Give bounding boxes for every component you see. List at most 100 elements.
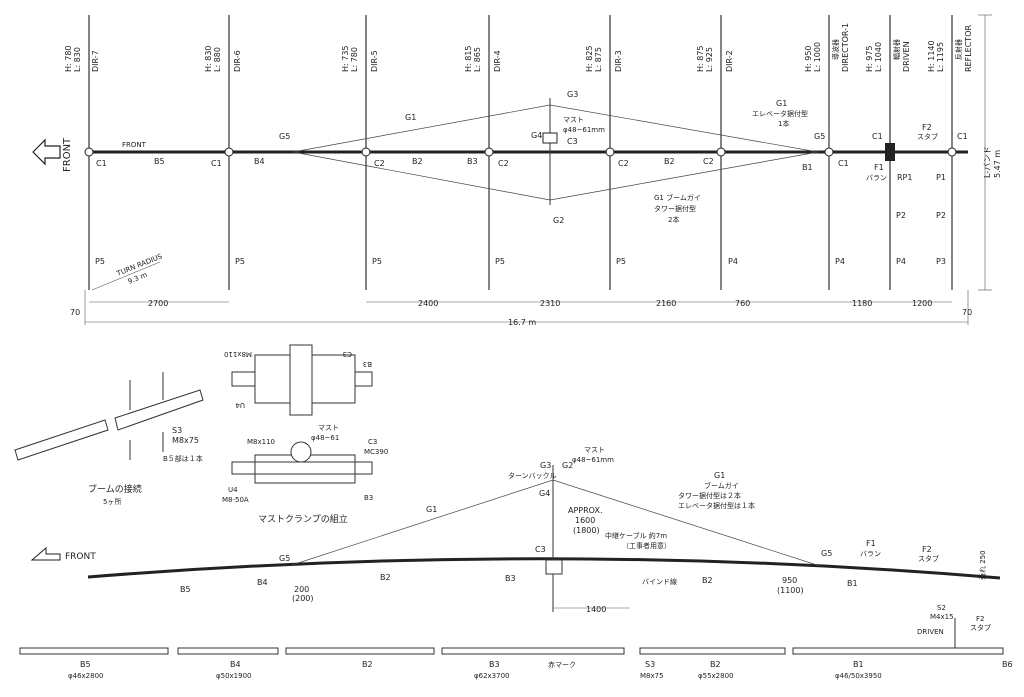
label-c3: C3: [567, 137, 578, 146]
label-g2: G2: [553, 216, 564, 225]
element-dir-6-h: H: 830: [204, 45, 213, 72]
clamp-b3-top: B3: [363, 360, 372, 368]
dim-1180: 1180: [852, 299, 872, 308]
part-b1-size: φ46/50x3950: [835, 672, 882, 680]
mast-label: マスト: [563, 116, 584, 124]
label-f1: F1: [874, 163, 884, 172]
label-g1-a: G1: [405, 113, 416, 122]
part-b5-name: B5: [80, 660, 91, 669]
clamp-side-mast: [290, 441, 312, 463]
part-b6-name: B6: [1002, 660, 1013, 669]
top-view: FRONT FRONT: [32, 14, 1002, 327]
element-dir-5-name: DIR-5: [370, 50, 379, 72]
label-b2-b: B2: [664, 157, 675, 166]
driven-detail: S2 M4x15 DRIVEN F2 スタブ: [917, 604, 1003, 649]
label-g3: G3: [567, 90, 578, 99]
label-c1-b: C1: [211, 159, 222, 168]
element-dir-2-name: DIR-2: [725, 50, 734, 72]
label-g5-right: G5: [814, 132, 825, 141]
label-g4: G4: [531, 131, 542, 140]
side-guy-wires: [291, 479, 821, 567]
side-mast-dia: φ48~61mm: [572, 456, 614, 464]
g1-elev-note-2: 1本: [778, 119, 789, 128]
mast-clamp-detail: M8x110 C3 B3 U4 マスト φ48~61 M8x110 C3 MC3…: [222, 344, 388, 525]
element-dir-7: [84, 15, 94, 290]
element-dir-7-h: H: 780: [64, 45, 73, 72]
element-dir-5: [361, 15, 371, 290]
clamp-c3-top: C3: [343, 350, 352, 358]
side-b4: B4: [257, 578, 268, 587]
side-approx-1800: (1800): [573, 526, 600, 535]
side-bind-wire: バインド線: [642, 577, 677, 586]
guy-wire-upper: [292, 104, 819, 153]
side-stub: スタブ: [918, 554, 939, 563]
side-dim-1400: 1400: [586, 605, 606, 614]
element-director-1-jp: 導波器: [831, 39, 840, 60]
side-b2-right: B2: [702, 576, 713, 585]
element-dir-7-name: DIR-7: [91, 50, 100, 72]
label-b5: B5: [154, 157, 165, 166]
boom-joint-subtitle: 5ヶ所: [103, 497, 121, 506]
g1-guy-note-3: 2本: [668, 215, 679, 224]
side-mast-clamp: [545, 559, 563, 575]
part-b3-pipe: [441, 647, 625, 655]
element-reflector: [947, 15, 957, 290]
label-p2-a: P2: [896, 211, 906, 220]
mast-dia-label: φ48~61mm: [563, 126, 605, 134]
side-relay-note: （工事者用意）: [622, 541, 671, 550]
side-dim-1100: (1100): [777, 586, 804, 595]
label-c1-d: C1: [872, 132, 883, 141]
mast-clamp-title: マストクランプの組立: [258, 513, 348, 525]
driven-label: DRIVEN: [917, 628, 944, 636]
guy-wire-lower: [292, 151, 819, 201]
element-director-1-l: L: 1000: [813, 42, 822, 72]
dim-70-right: 70: [962, 308, 972, 317]
label-p5-c: P5: [372, 257, 382, 266]
clamp-mast-label: マスト: [318, 424, 339, 432]
side-g1-guy: ブームガイ: [704, 481, 739, 490]
side-dim-200: 200: [294, 585, 309, 594]
label-balun: バラン: [866, 174, 887, 182]
dim-2700: 2700: [148, 299, 168, 308]
side-view: FRONT G3 ターンバックル G2 G4 マスト φ48~61mm G1 G…: [30, 446, 1001, 614]
label-p4-b: P4: [835, 257, 845, 266]
label-b2-a: B2: [412, 157, 423, 166]
part-b5-pipe: [19, 647, 169, 655]
clamp-u4-top: U4: [235, 401, 245, 409]
element-dir-6-name: DIR-6: [233, 50, 242, 72]
side-dim-200b: (200): [292, 594, 314, 603]
side-b3: B3: [505, 574, 516, 583]
parts-row: B5 φ46x2800 B4 φ50x1900 B2 B3 φ62x3700 赤…: [19, 647, 1013, 680]
element-dir-6-l: L: 880: [213, 47, 222, 72]
dim-1200: 1200: [912, 299, 932, 308]
side-g5-left: G5: [279, 554, 290, 563]
side-boom: [87, 557, 1001, 580]
top-view-dimensions: [84, 290, 969, 325]
element-reflector-l: L: 1195: [936, 42, 945, 72]
side-front-label: FRONT: [65, 552, 96, 562]
side-b2-left: B2: [380, 573, 391, 582]
clamp-m8-50a: M8-50A: [222, 496, 249, 504]
front-arrow-icon: [32, 138, 61, 166]
element-dir-3-h: H: 825: [585, 45, 594, 72]
side-balun: バラン: [860, 550, 881, 558]
driven-s2-size: M4x15: [930, 613, 954, 621]
label-c1-a: C1: [96, 159, 107, 168]
part-b1-name: B1: [853, 660, 864, 669]
label-rp1: RP1: [897, 173, 912, 182]
side-turnbuckle: ターンバックル: [508, 471, 556, 480]
label-c2-b: C2: [498, 159, 509, 168]
element-dir-3-name: DIR-3: [614, 50, 623, 72]
front-label: FRONT: [62, 137, 73, 172]
boom-front-label: FRONT: [122, 141, 147, 149]
side-c3: C3: [535, 545, 546, 554]
element-driven-l: L: 1040: [874, 42, 883, 72]
label-c1-c: C1: [838, 159, 849, 168]
g1-guy-note-2: タワー据付型: [654, 204, 696, 213]
label-p2-b: P2: [936, 211, 946, 220]
dim-70-left: 70: [70, 308, 80, 317]
side-g1-left: G1: [426, 505, 437, 514]
part-b3-size: φ62x3700: [474, 672, 509, 680]
element-driven: [885, 15, 895, 290]
